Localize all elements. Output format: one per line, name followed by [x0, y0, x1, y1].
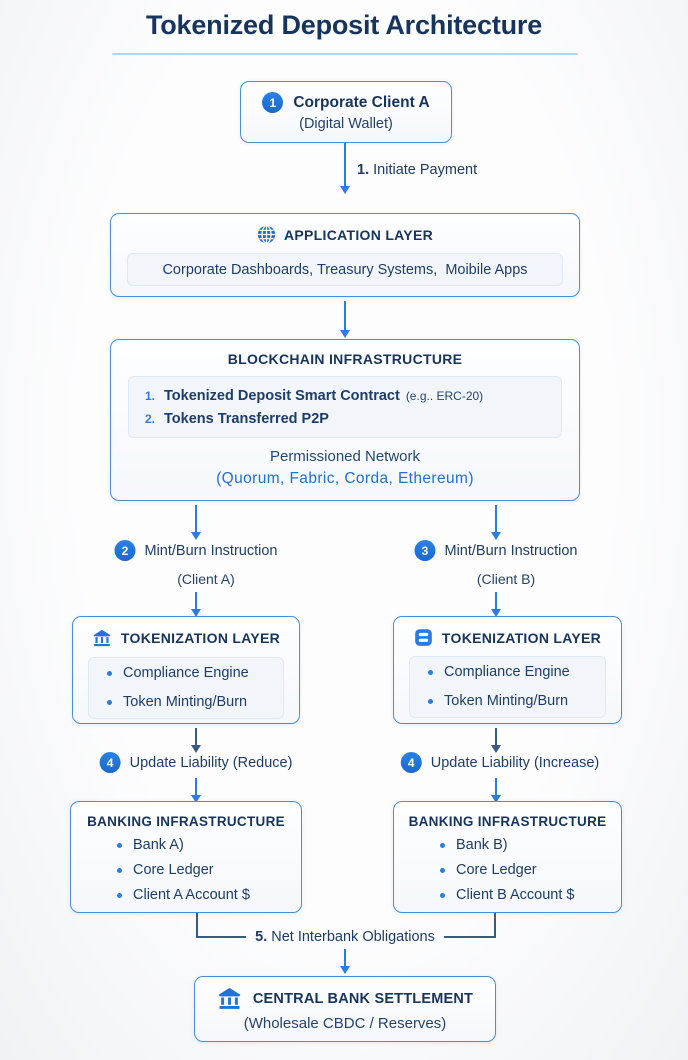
list-item: Client B Account $ [440, 883, 621, 908]
bullet-dot [117, 843, 122, 848]
title-underline [112, 53, 578, 55]
list-item: Core Ledger [117, 858, 301, 883]
bullet-dot [428, 670, 433, 675]
banking-left-title: BANKING INFRASTRUCTURE [87, 814, 285, 829]
banking-left-box: BANKING INFRASTRUCTURE Bank A) Core Ledg… [70, 801, 302, 913]
arrow-tokenization-left-down [195, 728, 197, 746]
arrow-to-banking-left [195, 778, 197, 796]
corporate-client-box: 1 Corporate Client A (Digital Wallet) [240, 81, 452, 143]
bullet-dot [117, 893, 122, 898]
arrow-blockchain-to-right [495, 505, 497, 533]
arrow-tokenization-right-down [495, 728, 497, 746]
bullet-dot [117, 868, 122, 873]
list-item: Bank B) [440, 833, 621, 858]
list-item: Token Minting/Burn [428, 689, 568, 714]
arrow-blockchain-to-left [195, 505, 197, 533]
banking-right-title: BANKING INFRASTRUCTURE [408, 814, 607, 829]
step-3-badge: 3 [414, 540, 436, 561]
step-2-badge: 2 [114, 540, 136, 561]
page-title: Tokenized Deposit Architecture [145, 10, 543, 40]
connector-right-vertical [494, 913, 496, 938]
list-item: Compliance Engine [107, 661, 249, 686]
bullet-dot [107, 700, 112, 705]
list-item: Compliance Engine [428, 660, 570, 685]
arrow-to-tokenization-right [495, 592, 497, 610]
bullet-dot [428, 699, 433, 704]
bank-icon [92, 628, 112, 648]
banking-right-items: Bank B) Core Ledger Client B Account $ [394, 829, 621, 908]
net-interbank-label: 5. Net Interbank Obligations [255, 929, 435, 945]
bullet-dot [440, 843, 445, 848]
banking-right-box: BANKING INFRASTRUCTURE Bank B) Core Ledg… [393, 801, 622, 913]
application-layer-title: APPLICATION LAYER [283, 226, 433, 243]
client-a-sublabel: (Client A) [177, 571, 235, 587]
arrow-client-to-app [344, 143, 346, 187]
central-bank-box: CENTRAL BANK SETTLEMENT (Wholesale CBDC … [194, 976, 496, 1042]
tokenization-right-title: TOKENIZATION LAYER [441, 629, 602, 646]
tokenization-left-box: TOKENIZATION LAYER Compliance Engine Tok… [72, 616, 300, 724]
update-liability-left-label: 4 Update Liability (Reduce) [99, 752, 292, 773]
blockchain-box: BLOCKCHAIN INFRASTRUCTURE 1. Tokenized D… [110, 339, 580, 501]
tokenization-left-title: TOKENIZATION LAYER [120, 630, 281, 646]
bullet-dot [107, 671, 112, 676]
list-item: Bank A) [117, 833, 301, 858]
arrow-to-central-bank [344, 949, 346, 967]
central-bank-subtitle: (Wholesale CBDC / Reserves) [243, 1015, 447, 1032]
bullet-dot [440, 868, 445, 873]
central-bank-title: CENTRAL BANK SETTLEMENT [252, 990, 474, 1007]
blockchain-steps: 1. Tokenized Deposit Smart Contract (e.g… [128, 376, 562, 438]
arrow-to-banking-right [495, 778, 497, 796]
connector-left-horizontal [196, 936, 246, 938]
server-icon [414, 628, 433, 647]
bank-icon [217, 986, 242, 1011]
application-layer-items: Corporate Dashboards, Treasury Systems, … [127, 253, 563, 286]
tokenization-left-items: Compliance Engine Token Minting/Burn [88, 657, 284, 719]
corporate-client-subtitle: (Digital Wallet) [299, 116, 393, 132]
permissioned-network-label: Permissioned Network [269, 448, 421, 465]
list-item: Token Minting/Burn [107, 690, 247, 715]
mint-burn-left-label: 2 Mint/Burn Instruction [114, 540, 277, 561]
list-item: Core Ledger [440, 858, 621, 883]
bullet-dot [440, 893, 445, 898]
arrow-app-to-blockchain [344, 301, 346, 331]
list-item: Client A Account $ [117, 883, 301, 908]
application-layer-box: APPLICATION LAYER Corporate Dashboards, … [110, 213, 580, 297]
arrow-to-tokenization-left [195, 592, 197, 610]
step-4-left-badge: 4 [99, 752, 121, 773]
edge-label-initiate-payment: 1. Initiate Payment [357, 162, 478, 178]
client-b-sublabel: (Client B) [476, 571, 536, 587]
connector-left-vertical [196, 913, 198, 938]
tokenization-right-box: TOKENIZATION LAYER Compliance Engine Tok… [393, 616, 622, 724]
blockchain-step: 1. Tokenized Deposit Smart Contract (e.g… [145, 387, 484, 404]
step-1-badge: 1 [262, 92, 284, 113]
blockchain-title: BLOCKCHAIN INFRASTRUCTURE [227, 351, 463, 367]
update-liability-right-label: 4 Update Liability (Increase) [400, 752, 599, 773]
network-list-label: (Quorum, Fabric, Corda, Ethereum) [216, 470, 474, 487]
blockchain-step: 2. Tokens Transferred P2P [145, 410, 329, 427]
globe-icon [257, 225, 276, 244]
tokenization-right-items: Compliance Engine Token Minting/Burn [409, 656, 606, 718]
step-4-right-badge: 4 [400, 752, 422, 773]
banking-left-items: Bank A) Core Ledger Client A Account $ [71, 829, 301, 908]
connector-right-horizontal [444, 936, 496, 938]
mint-burn-right-label: 3 Mint/Burn Instruction [414, 540, 577, 561]
corporate-client-title: Corporate Client A [293, 93, 430, 111]
